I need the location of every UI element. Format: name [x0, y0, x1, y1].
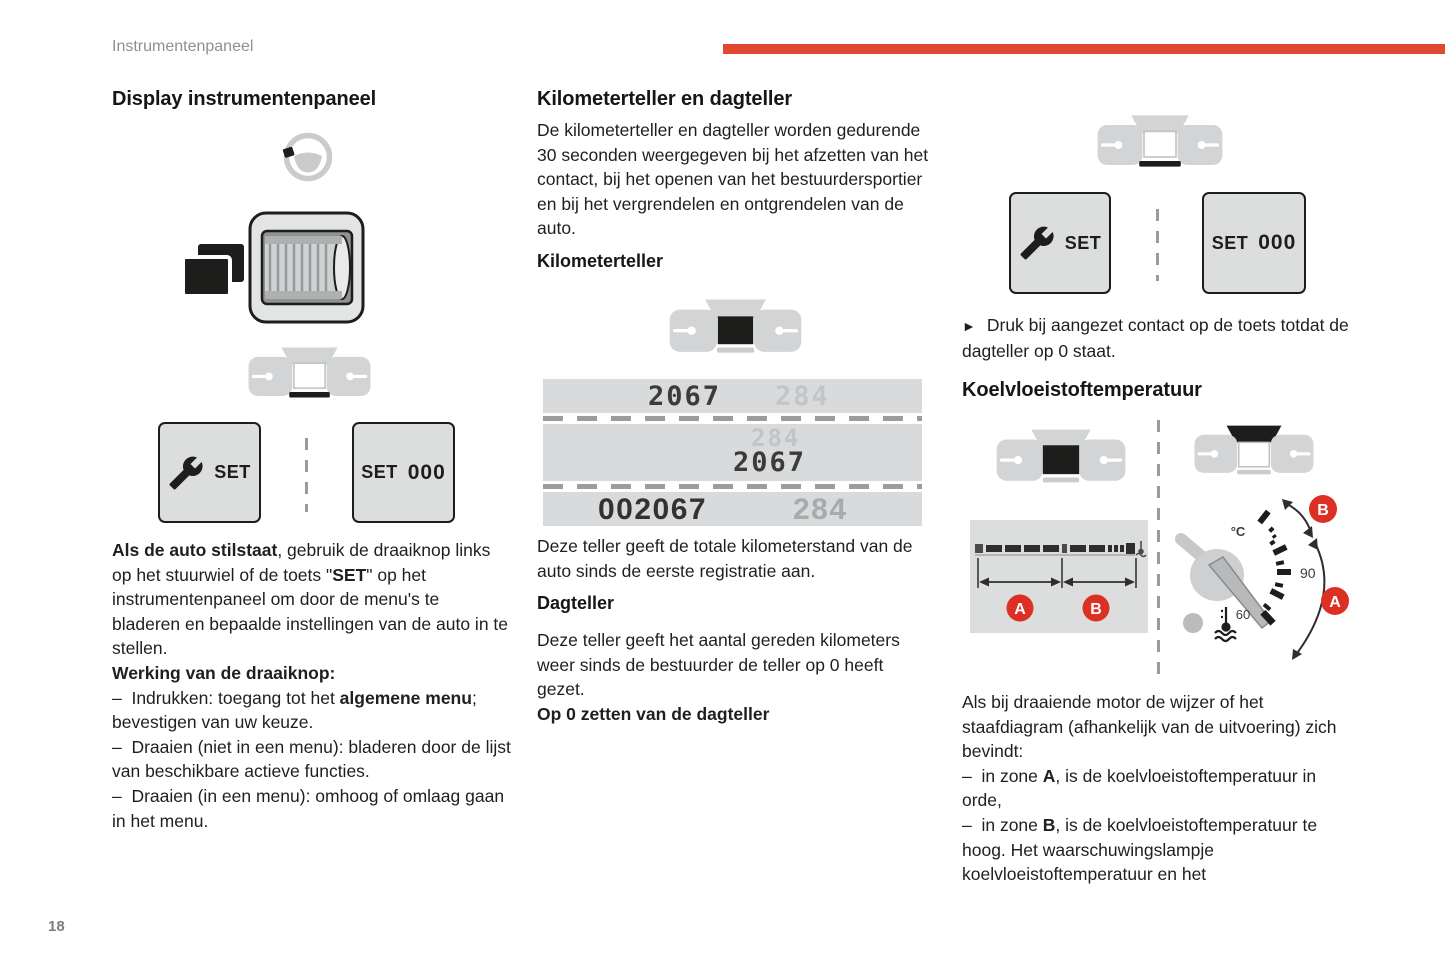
paragraph: Als de auto stilstaat, gebruik de draaik… [112, 538, 512, 661]
subheading-kilometerteller: Kilometerteller [537, 251, 664, 271]
display-row-odometer-digital: 002067 284 [543, 492, 922, 526]
text: , is de koelvloeistoftemperatuur te hoog… [962, 814, 1318, 885]
paragraph: Als bij draaiende motor de wijzer of het… [962, 692, 1337, 762]
odometer-value: 2067 [733, 447, 807, 478]
zone-a-label: A [1014, 601, 1026, 618]
gauge-90-label: 90 [1300, 565, 1316, 581]
text: ; bevestigen van uw keuze. [112, 687, 477, 733]
wrench-icon [169, 456, 203, 489]
display-row-odometer-stacked: 284 2067 [543, 424, 922, 481]
dashed-divider [1157, 420, 1160, 682]
coolant-temp-icon [1214, 607, 1237, 643]
dashed-divider [305, 438, 308, 512]
dagteller-paragraph: Deze teller geeft het aantal gereden kil… [537, 630, 900, 700]
set-value: 000 [1258, 231, 1297, 254]
coolant-gauge-illustration: °C 90 60 B A [1175, 495, 1349, 660]
list-item: – Draaien (in een menu): omhoog of omlaa… [112, 785, 505, 831]
gauge-60-label: 60 [1236, 607, 1250, 622]
instrument-cluster-icon-set-button [248, 347, 371, 398]
header-accent-bar [723, 44, 1445, 54]
steering-wheel-icon [282, 132, 333, 182]
text: – Indrukken: toegang tot het [112, 687, 340, 708]
coolant-temperature-illustration: A B [962, 415, 1362, 683]
set-button-panel-left: SET [158, 422, 261, 523]
text: , is de koelvloeistoftemperatuur in orde… [962, 765, 1317, 811]
zone-b-label: B [1090, 601, 1102, 618]
gauge-unit-label: °C [1231, 524, 1246, 539]
action-arrow-icon: ► [962, 318, 976, 334]
bold-text: algemene menu [339, 687, 472, 708]
instrument-cluster-icon-gauge [1194, 425, 1314, 475]
list-item: – in zone B, is de koelvloeistoftemperat… [962, 813, 1360, 887]
coolant-text: Als bij draaiende motor de wijzer of het… [962, 690, 1360, 887]
display-separator [543, 416, 922, 421]
left-column-text: Als de auto stilstaat, gebruik de draaik… [112, 538, 512, 833]
dashed-divider [1156, 209, 1159, 281]
text: – in zone [962, 765, 1043, 786]
bold-text: A [1042, 765, 1056, 786]
bold-text: Als de auto stilstaat [112, 540, 278, 560]
section-title-display-instrumentenpaneel: Display instrumentenpaneel [112, 88, 377, 110]
page-header-title: Instrumentenpaneel [112, 38, 254, 55]
text: Druk bij aangezet contact op de toets to… [962, 315, 1349, 361]
zone-b-label: B [1317, 502, 1329, 519]
display-row-odometer-left: 2067 284 [543, 379, 922, 413]
odometer-display: 2067 284 284 2067 002067 284 [543, 379, 922, 526]
text: " op het instrumentenpaneel om door de m… [112, 564, 509, 659]
trip-value: 284 [775, 381, 830, 412]
warning-lamp-dot [1183, 613, 1203, 633]
kilometerteller-paragraph: Deze teller geeft de totale kilometersta… [537, 536, 913, 581]
display-separator [543, 484, 922, 489]
zone-a-badge: A [1006, 594, 1034, 622]
bold-text: SET [332, 564, 367, 585]
set-button-label: SET [1064, 232, 1102, 253]
instrument-cluster-icon-reset [1097, 115, 1223, 167]
subheading-dagteller: Dagteller [537, 593, 615, 613]
zone-a-label: A [1329, 594, 1341, 611]
set-button-panel-right: SET [1009, 192, 1111, 294]
text: – in zone [962, 814, 1043, 835]
section-title-koelvloeistoftemperatuur: Koelvloeistoftemperatuur [962, 379, 1202, 401]
instrument-cluster-icon-odometer [669, 299, 802, 353]
rotary-knob-icon [248, 211, 365, 324]
reset-instruction: ►Druk bij aangezet contact op de toets t… [962, 313, 1360, 363]
set-label: SET [1211, 232, 1249, 253]
zone-b-badge: B [1082, 594, 1110, 622]
trip-value: 284 [793, 493, 848, 526]
set-000-display-left: SET 000 [352, 422, 455, 523]
trip-value: 284 [751, 424, 801, 452]
zone-a-badge: A [1321, 587, 1349, 615]
wrench-icon [1020, 226, 1054, 260]
zone-b-badge: B [1309, 495, 1337, 523]
coolant-temp-icon [1135, 541, 1147, 558]
set-value: 000 [407, 460, 446, 484]
set-label: SET [361, 462, 398, 482]
page-number: 18 [48, 918, 65, 935]
section-title-kilometerteller: Kilometerteller en dagteller [537, 88, 793, 110]
bold-text: B [1042, 814, 1056, 835]
rotary-knob-illustration [181, 211, 365, 324]
set-button-label: SET [214, 462, 251, 482]
middle-intro-paragraph: De kilometerteller en dagteller worden g… [537, 120, 929, 239]
coolant-bargraph-panel: A B [970, 520, 1148, 633]
subheading-werking-draaiknop: Werking van de draaiknop: [112, 662, 336, 683]
subheading-op-0-zetten: Op 0 zetten van de dagteller [537, 704, 770, 724]
list-item: – Draaien (niet in een menu): bladeren d… [112, 736, 511, 782]
text: , gebruik de draaiknop links op het stuu… [112, 540, 491, 585]
list-item: – Indrukken: toegang tot het algemene me… [112, 686, 512, 735]
set-000-display-right: SET 000 [1202, 192, 1306, 294]
instrument-cluster-icon-bargraph [996, 429, 1126, 483]
odometer-value: 2067 [648, 381, 722, 412]
menu-pages-icon [181, 244, 244, 298]
odometer-value: 002067 [598, 493, 708, 526]
list-item: – in zone A, is de koelvloeistoftemperat… [962, 764, 1360, 813]
